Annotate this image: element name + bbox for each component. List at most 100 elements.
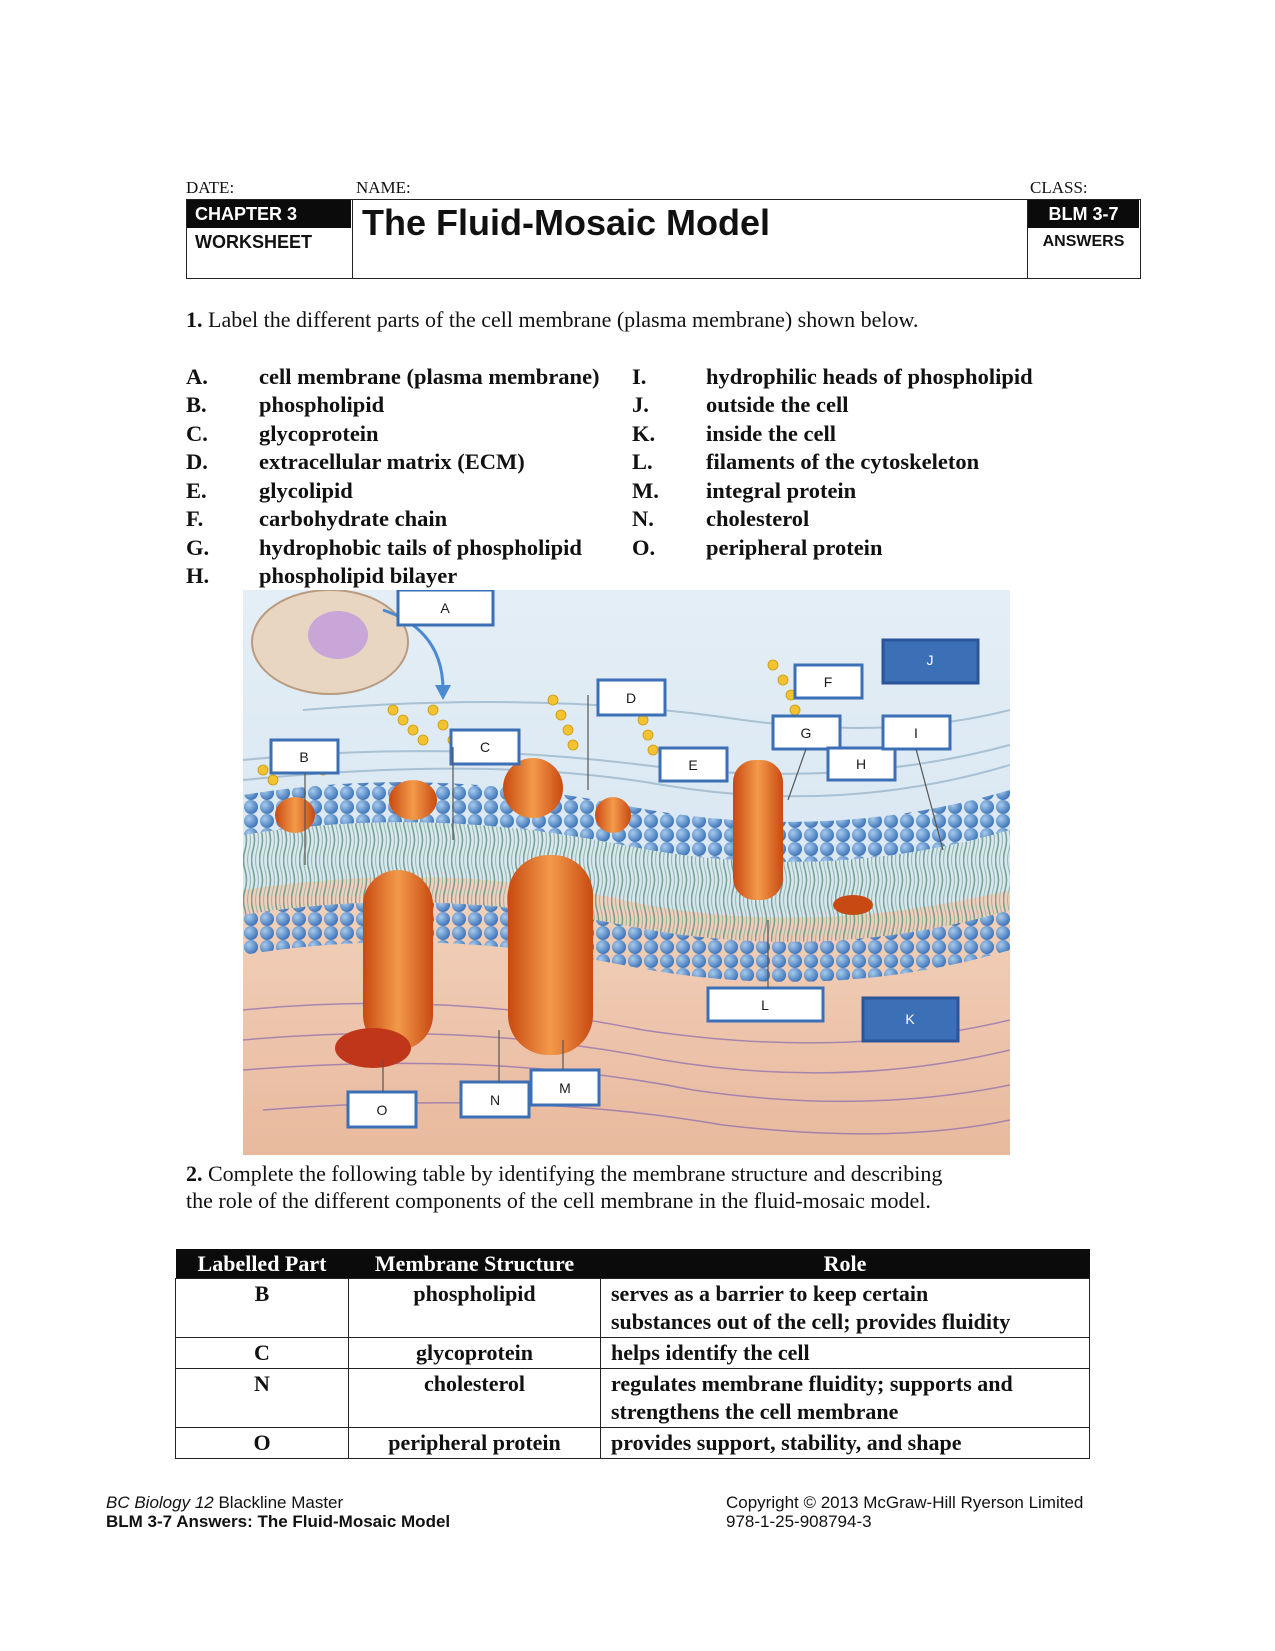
answers-label: ANSWERS (1028, 233, 1139, 251)
footer-left: BC Biology 12 Blackline Master BLM 3-7 A… (106, 1493, 450, 1531)
svg-text:H: H (856, 756, 866, 772)
label-box-g: G (773, 716, 840, 749)
list-item: D.extracellular matrix (ECM) (186, 448, 525, 477)
cell-structure: glycoprotein (349, 1338, 601, 1369)
cell-structure: peripheral protein (349, 1428, 601, 1459)
peripheral-protein (335, 1028, 411, 1068)
label-box-f: F (795, 665, 862, 698)
cell-part: B (176, 1279, 349, 1338)
list-item: N.cholesterol (632, 505, 809, 534)
label-box-e: E (660, 748, 727, 781)
cell-part: C (176, 1338, 349, 1369)
svg-text:F: F (824, 674, 833, 690)
list-item: G.hydrophobic tails of phospholipid (186, 534, 582, 563)
class-label: CLASS: (1030, 178, 1088, 198)
name-label: NAME: (356, 178, 411, 198)
label-box-o: O (348, 1092, 416, 1127)
label-box-h: H (828, 748, 895, 780)
protein-channel (503, 758, 563, 818)
col-header: Labelled Part (176, 1249, 349, 1279)
svg-text:N: N (490, 1092, 500, 1108)
list-item: A.cell membrane (plasma membrane) (186, 363, 600, 392)
list-item: H.phospholipid bilayer (186, 562, 457, 591)
footer-book-title: BC Biology 12 (106, 1493, 214, 1512)
label-box-b: B (271, 740, 338, 773)
cell-role: helps identify the cell (601, 1338, 1090, 1369)
list-item: K.inside the cell (632, 420, 836, 449)
question-2-number: 2. (186, 1161, 203, 1186)
cell-role: regulates membrane fluidity; supports an… (601, 1369, 1090, 1428)
footer-book-type: Blackline Master (214, 1493, 343, 1512)
cell-part: N (176, 1369, 349, 1428)
label-box-c: C (451, 730, 519, 764)
svg-text:C: C (480, 739, 490, 755)
cell-structure: phospholipid (349, 1279, 601, 1338)
protein-small (595, 797, 631, 833)
table-row: N cholesterol regulates membrane fluidit… (176, 1369, 1090, 1428)
list-item: B.phospholipid (186, 391, 384, 420)
svg-text:J: J (927, 652, 934, 668)
worksheet-header: CHAPTER 3 WORKSHEET The Fluid-Mosaic Mod… (186, 199, 1141, 279)
protein-inner (833, 895, 873, 915)
list-item: J.outside the cell (632, 391, 848, 420)
svg-text:E: E (688, 757, 697, 773)
label-box-i: I (883, 716, 950, 749)
label-box-k: K (863, 998, 958, 1041)
label-box-d: D (598, 680, 665, 715)
svg-text:K: K (905, 1011, 915, 1027)
label-box-m: M (531, 1070, 599, 1105)
cell-structure: cholesterol (349, 1369, 601, 1428)
svg-text:B: B (299, 749, 308, 765)
svg-text:I: I (914, 725, 918, 741)
protein-small (275, 797, 315, 833)
date-label: DATE: (186, 178, 234, 198)
table-row: C glycoprotein helps identify the cell (176, 1338, 1090, 1369)
svg-text:A: A (440, 600, 450, 616)
svg-text:G: G (801, 725, 812, 741)
integral-protein-m (508, 855, 593, 1055)
question-1-number: 1. (186, 307, 203, 332)
cell-role: provides support, stability, and shape (601, 1428, 1090, 1459)
table-header-row: Labelled Part Membrane Structure Role (176, 1249, 1090, 1279)
svg-text:L: L (761, 997, 769, 1013)
chapter-block: CHAPTER 3 WORKSHEET (187, 200, 353, 278)
question-2: 2. Complete the following table by ident… (186, 1160, 942, 1214)
worksheet-label: WORKSHEET (195, 232, 312, 253)
question-2-text: Complete the following table by identify… (208, 1161, 942, 1186)
svg-text:O: O (377, 1102, 388, 1118)
blm-badge: BLM 3-7 (1028, 200, 1139, 228)
table-row: O peripheral protein provides support, s… (176, 1428, 1090, 1459)
list-item: C.glycoprotein (186, 420, 379, 449)
label-box-l: L (708, 988, 823, 1021)
glycoprotein-body (389, 780, 437, 820)
blm-block: BLM 3-7 ANSWERS (1027, 200, 1140, 278)
col-header: Membrane Structure (349, 1249, 601, 1279)
svg-text:D: D (626, 690, 636, 706)
footer-isbn: 978-1-25-908794-3 (726, 1512, 1083, 1531)
table-row: B phospholipid serves as a barrier to ke… (176, 1279, 1090, 1338)
question-1: 1. Label the different parts of the cell… (186, 307, 918, 333)
label-box-j: J (883, 640, 978, 683)
nucleus-icon (308, 611, 368, 659)
roles-table: Labelled Part Membrane Structure Role B … (175, 1249, 1090, 1459)
list-item: I.hydrophilic heads of phospholipid (632, 363, 1033, 392)
list-item: F.carbohydrate chain (186, 505, 447, 534)
chapter-badge: CHAPTER 3 (187, 200, 351, 228)
svg-text:M: M (559, 1080, 571, 1096)
label-box-a: A (398, 590, 493, 625)
col-header: Role (601, 1249, 1090, 1279)
list-item: L.filaments of the cytoskeleton (632, 448, 979, 477)
question-1-text: Label the different parts of the cell me… (208, 307, 918, 332)
list-item: O.peripheral protein (632, 534, 882, 563)
footer-blm-title: BLM 3-7 Answers: The Fluid-Mosaic Model (106, 1512, 450, 1531)
integral-protein-right (733, 760, 783, 900)
page-title: The Fluid-Mosaic Model (362, 202, 770, 244)
cell-part: O (176, 1428, 349, 1459)
list-item: E.glycolipid (186, 477, 353, 506)
footer-copyright: Copyright © 2013 McGraw-Hill Ryerson Lim… (726, 1493, 1083, 1512)
label-box-n: N (461, 1082, 529, 1117)
list-item: M.integral protein (632, 477, 856, 506)
cell-membrane-diagram: A B C D E F G H I J K L M N O (243, 590, 1010, 1155)
footer-right: Copyright © 2013 McGraw-Hill Ryerson Lim… (726, 1493, 1083, 1531)
